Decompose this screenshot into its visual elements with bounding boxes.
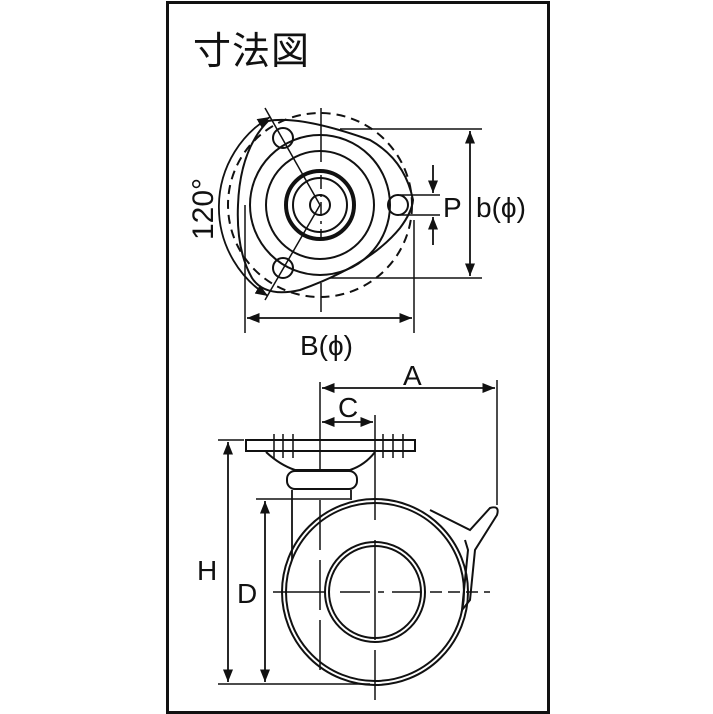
dimension-C-label: C <box>338 392 358 423</box>
dimension-p-label: P <box>443 192 462 223</box>
angle-label: 120° <box>187 178 220 240</box>
dimension-b-label: b(ϕ) <box>476 192 526 223</box>
dimension-D-label: D <box>237 578 257 609</box>
bolt-hole-3 <box>387 194 409 216</box>
dimension-A-label: A <box>403 360 422 391</box>
side-view <box>218 380 499 700</box>
bolt-hole-2 <box>272 257 294 279</box>
top-view <box>218 107 482 333</box>
top-plate <box>245 439 416 452</box>
bearing-ring <box>284 169 356 241</box>
bolt-hole-1 <box>272 127 294 149</box>
kingpin <box>309 194 331 216</box>
drawing-title: 寸法図 <box>193 29 311 73</box>
swivel-bearing <box>286 470 358 490</box>
dimension-H-label: H <box>197 555 217 586</box>
mounting-plate-outline <box>236 118 415 294</box>
plate-inner-circle <box>249 134 391 276</box>
dimension-B-label: B(ϕ) <box>300 330 353 361</box>
brake-lever <box>429 506 499 614</box>
